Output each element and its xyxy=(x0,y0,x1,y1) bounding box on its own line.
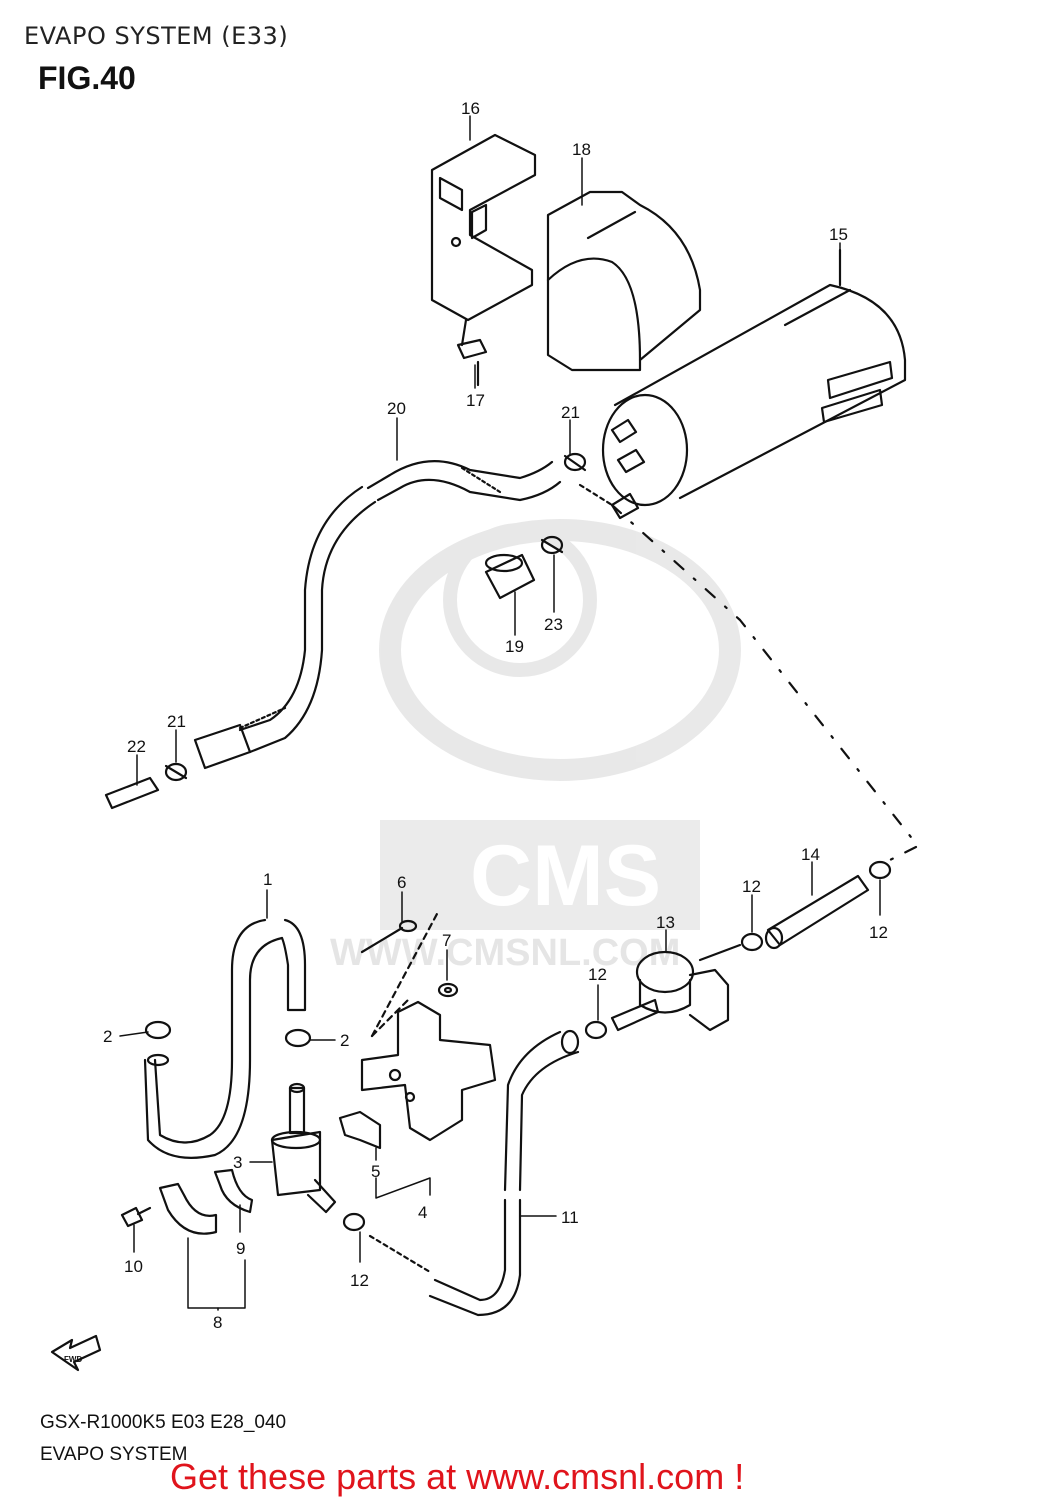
callout-18: 18 xyxy=(572,140,591,159)
clamp-part-21-lower xyxy=(164,762,188,782)
washer-part-7 xyxy=(437,982,459,998)
callout-21-upper: 21 xyxy=(561,403,580,422)
callout-6: 6 xyxy=(397,873,406,892)
callout-7: 7 xyxy=(442,931,451,950)
clamp-part-9 xyxy=(213,1168,254,1214)
cap-part-19 xyxy=(484,553,536,600)
clamp-part-12-c xyxy=(584,1020,608,1040)
callout-19: 19 xyxy=(505,637,524,656)
cta-link[interactable]: Get these parts at www.cmsnl.com ! xyxy=(170,1456,745,1497)
callout-16: 16 xyxy=(461,99,480,118)
callout-3: 3 xyxy=(233,1153,242,1172)
model-code: GSX-R1000K5 E03 E28_040 xyxy=(40,1412,287,1433)
callout-22: 22 xyxy=(127,737,146,756)
callout-2-left: 2 xyxy=(103,1027,112,1046)
watermark-url-text: WWW.CMSNL.COM xyxy=(330,932,680,974)
clamp-part-12-d xyxy=(342,1212,366,1232)
clamp-part-12-b xyxy=(868,860,892,880)
evap-canister-part-15 xyxy=(601,248,907,520)
clip-part-5 xyxy=(338,1110,382,1150)
callout-21-lower: 21 xyxy=(167,712,186,731)
callout-12-a: 12 xyxy=(742,877,761,896)
clamp-part-23 xyxy=(540,535,564,555)
canister-cover-part-18 xyxy=(546,190,702,372)
fwd-label: FWD xyxy=(64,1355,82,1364)
hose-part-14 xyxy=(764,874,870,950)
callout-9: 9 xyxy=(236,1239,245,1258)
callout-12-b: 12 xyxy=(869,923,888,942)
bracket-part-16 xyxy=(430,133,537,322)
callout-23: 23 xyxy=(544,615,563,634)
callout-13: 13 xyxy=(656,913,675,932)
forward-arrow-icon xyxy=(50,1334,102,1372)
callout-10: 10 xyxy=(124,1257,143,1276)
callout-5: 5 xyxy=(371,1162,380,1181)
callout-8: 8 xyxy=(213,1313,222,1332)
screw-part-10 xyxy=(120,1206,152,1228)
rivet-part-6 xyxy=(360,919,418,954)
callout-15: 15 xyxy=(829,225,848,244)
callout-2-right: 2 xyxy=(340,1031,349,1050)
clamp-part-2-right xyxy=(284,1028,312,1048)
callout-4: 4 xyxy=(418,1203,427,1222)
bracket-part-4 xyxy=(360,1000,497,1142)
clamp-part-2-left xyxy=(144,1020,172,1040)
connector-part-22 xyxy=(104,776,160,810)
callout-17: 17 xyxy=(466,391,485,410)
callout-12-d: 12 xyxy=(350,1271,369,1290)
clamp-part-12-a xyxy=(740,932,764,952)
valve-part-3 xyxy=(270,1082,337,1214)
callout-11: 11 xyxy=(561,1208,579,1227)
hose-part-20 xyxy=(193,460,562,770)
callout-leaders xyxy=(119,115,881,1311)
page-title: EVAPO SYSTEM (E33) xyxy=(24,22,289,50)
callout-12-c: 12 xyxy=(588,965,607,984)
callout-14: 14 xyxy=(801,845,820,864)
figure-number: FIG.40 xyxy=(38,60,136,96)
callout-numbers: 16 18 15 17 20 21 21 23 19 22 1 6 7 2 2 … xyxy=(64,99,888,1364)
solenoid-valve-part-13 xyxy=(610,943,742,1032)
watermark-logo-text: CMS xyxy=(470,828,661,924)
clamp-part-8 xyxy=(158,1182,218,1235)
screw-part-17 xyxy=(456,318,488,387)
hose-part-1 xyxy=(143,918,307,1159)
callout-1: 1 xyxy=(263,870,272,889)
diagram-subtitle: EVAPO SYSTEM xyxy=(40,1444,188,1465)
clamp-part-21-upper xyxy=(563,452,587,472)
hose-part-11 xyxy=(428,1029,580,1317)
cms-watermark-logo: CMS WWW.CMSNL.COM xyxy=(330,519,741,974)
callout-20: 20 xyxy=(387,399,406,418)
